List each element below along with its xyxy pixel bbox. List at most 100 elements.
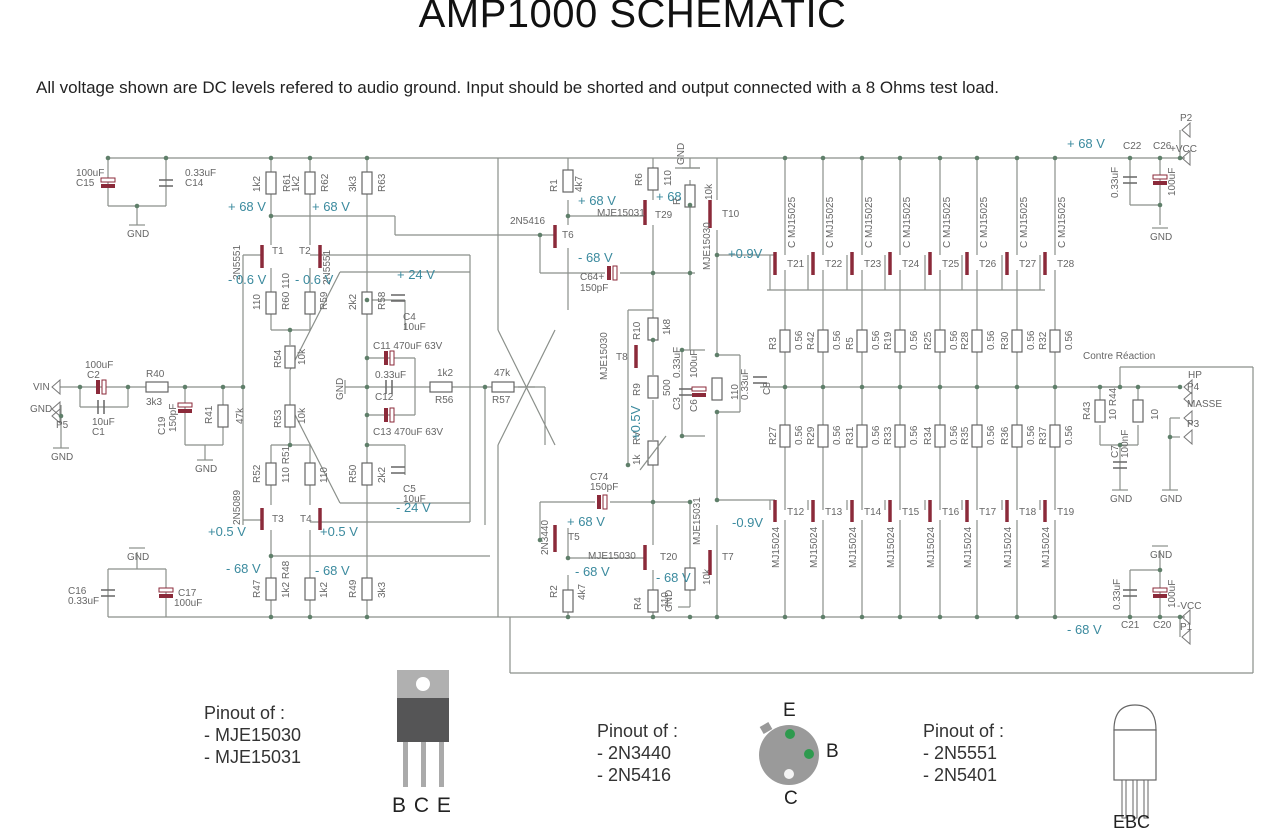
component-label: 47k	[235, 407, 246, 424]
gnd-label: GND	[195, 464, 217, 475]
connector-icon	[51, 400, 61, 418]
junction-dot	[650, 614, 656, 620]
output-transistor-label: T21	[787, 259, 805, 270]
component-label: C1	[92, 427, 105, 438]
component-label: R40	[146, 369, 165, 380]
component-label: 0.33uF	[1110, 167, 1121, 198]
component-label: 110	[663, 170, 674, 186]
junction-dot	[287, 327, 293, 333]
junction-dot	[364, 412, 370, 418]
junction-dot	[937, 384, 943, 390]
resistor	[217, 404, 229, 428]
component-label: - 68 V	[578, 250, 613, 265]
junction-dot	[897, 384, 903, 390]
junction-dot	[650, 499, 656, 505]
output-transistor-type: C MJ15025	[787, 196, 798, 248]
c13-capacitor	[389, 407, 395, 423]
component-label: P2	[1180, 113, 1193, 124]
component-label: C74	[590, 472, 609, 483]
junction-dot	[1135, 384, 1141, 390]
emitter-resistor-top	[1049, 329, 1061, 353]
pin-e-label: E	[783, 700, 796, 721]
emitter-resistor-top	[894, 329, 906, 353]
component-label: R50	[348, 464, 359, 483]
resistor-label: R30	[1000, 331, 1011, 350]
component-label: - 68 V	[1067, 622, 1102, 637]
component-label: - 68 V	[575, 564, 610, 579]
resistor-value: 0.56	[986, 330, 997, 350]
component-label: R56	[435, 395, 454, 406]
component-label: 1k2	[252, 175, 263, 192]
resistor-label: R32	[1038, 331, 1049, 350]
emitter-resistor-bottom	[779, 424, 791, 448]
junction-dot	[679, 433, 685, 439]
to92-package-icon	[1113, 704, 1157, 819]
component-label: + 24 V	[397, 267, 435, 282]
junction-dot	[1052, 384, 1058, 390]
component-label: 100uF	[1167, 580, 1178, 608]
component-label: C21	[1121, 620, 1140, 631]
component-label: T3	[272, 514, 284, 525]
component-label: 0.33uF	[1112, 579, 1123, 610]
junction-dot	[1157, 567, 1163, 573]
output-transistor-type: C MJ15025	[1019, 196, 1030, 248]
wires	[60, 130, 1254, 674]
component-label: R	[672, 198, 683, 205]
component-label: C2	[87, 370, 100, 381]
gnd-label: GND	[51, 452, 73, 463]
resistor-label: R19	[883, 331, 894, 350]
component-label: 4k7	[577, 583, 588, 600]
resistor-label: R37	[1038, 426, 1049, 445]
pinout-pins-bce: B C E	[392, 794, 452, 817]
component-label: T5	[568, 532, 580, 543]
resistor-value: 0.56	[949, 330, 960, 350]
c15-capacitor	[101, 184, 115, 188]
component-label: R60 110	[281, 272, 292, 310]
component-label: 100uF	[1167, 168, 1178, 196]
component-label: C14	[185, 178, 204, 189]
output-transistor-label: T13	[825, 507, 843, 518]
junction-dot	[714, 352, 720, 358]
output-transistor-type: C MJ15025	[979, 196, 990, 248]
output-transistor-type: MJ15024	[848, 526, 859, 568]
component-label: GND	[676, 143, 687, 165]
component-label: C13 470uF 63V	[373, 427, 443, 438]
pinout-part: - 2N5416	[597, 765, 672, 785]
c11-capacitor	[389, 350, 395, 366]
junction-dot	[58, 413, 64, 419]
junction-dot	[782, 614, 788, 620]
junction-dot	[820, 384, 826, 390]
junction-dot	[859, 384, 865, 390]
component-label: C19	[157, 416, 168, 435]
resistor	[361, 171, 373, 195]
component-label: 3k3	[146, 397, 163, 408]
connector-icon	[1183, 428, 1193, 446]
c64-capacitor	[607, 266, 611, 280]
component-label: 2N5551	[232, 245, 243, 280]
component-label: - 68 V	[656, 570, 691, 585]
output-transistor-type: C MJ15025	[1057, 196, 1068, 248]
component-label: 2N5551	[322, 250, 333, 285]
component-label: 1k2	[291, 175, 302, 192]
component-label: 110	[660, 592, 671, 608]
output-transistor-label: T18	[1019, 507, 1037, 518]
emitter-resistor-bottom	[1011, 424, 1023, 448]
c13-capacitor	[384, 408, 388, 422]
junction-dot	[182, 384, 188, 390]
component-label: + 68 V	[578, 193, 616, 208]
c11-capacitor	[384, 351, 388, 365]
c17-capacitor	[159, 594, 173, 598]
component-label: 110	[252, 294, 263, 310]
pinout-part: - MJE15030	[204, 725, 302, 745]
connector-icon	[51, 378, 61, 396]
junction-dot	[974, 155, 980, 161]
emitter-resistor-top	[779, 329, 791, 353]
component-label: 100nF	[1120, 430, 1131, 458]
c15-capacitor	[100, 177, 116, 183]
component-label: R1	[549, 179, 560, 192]
junction-dot	[364, 355, 370, 361]
component-label: 500	[662, 379, 673, 396]
component-label: + 68 V	[228, 199, 266, 214]
emitter-resistor-top	[817, 329, 829, 353]
pinout-2n3440: Pinout of : - 2N3440 - 2N5416	[597, 720, 678, 786]
